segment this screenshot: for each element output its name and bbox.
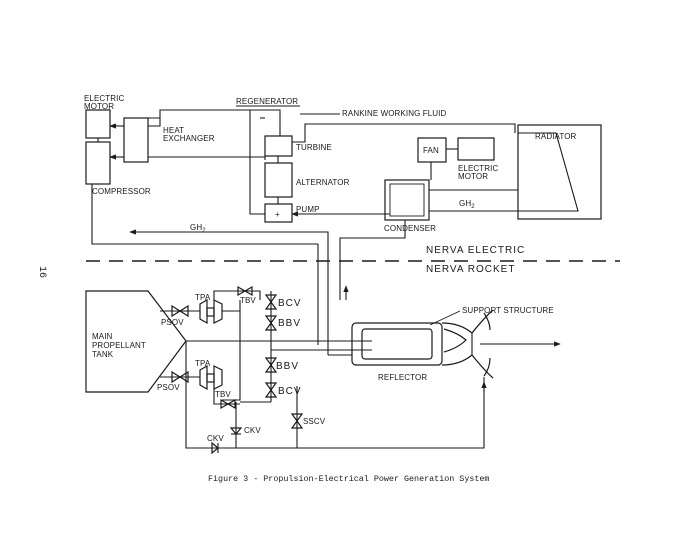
heat-exchanger-label-1: HEAT [163, 126, 184, 135]
tank-label-1: MAIN [92, 332, 113, 341]
support-structure-label: SUPPORT STRUCTURE [462, 306, 554, 315]
ckv-lower-valve [211, 441, 219, 455]
compressor-label: COMPRESSOR [92, 187, 151, 196]
psov-upper-valve [171, 304, 189, 318]
main-propellant-tank [85, 290, 187, 393]
bbv-lower-valve [264, 357, 278, 373]
nerva-rocket-label: NERVA ROCKET [426, 264, 515, 275]
bbv-lower-label: BBV [276, 361, 299, 372]
pump-label: PUMP [296, 205, 320, 214]
radiator-label: RADIATOR [535, 132, 577, 141]
tank-label-3: TANK [92, 350, 114, 359]
ckv-lower-label: CKV [207, 434, 224, 443]
sscv-valve [290, 413, 304, 429]
electric-motor-right-label-2: MOTOR [458, 172, 488, 181]
rankine-working-fluid-label: RANKINE WORKING FLUID [342, 109, 446, 118]
bcv-upper-label: BCV [278, 298, 302, 309]
fan-label: FAN [423, 146, 439, 155]
tpa-upper-label: TPA [195, 293, 211, 302]
compressor [85, 138, 111, 185]
electric-motor-left [85, 109, 111, 139]
gh2-right-label: GH2 [459, 199, 475, 210]
ckv-mid-label: CKV [244, 426, 261, 435]
condenser-label: CONDENSER [384, 224, 436, 233]
electric-motor-left-label-2: MOTOR [84, 102, 114, 111]
tank-label-2: PROPELLANT [92, 341, 146, 350]
electric-motor-right [446, 137, 495, 161]
bcv-lower-valve [264, 382, 278, 398]
turbine [264, 135, 293, 157]
psov-upper-label: PSOV [161, 318, 184, 327]
psov-lower-valve [171, 370, 189, 384]
condenser [384, 179, 430, 221]
ckv-mid-valve [229, 427, 243, 435]
bbv-upper-label: BBV [278, 318, 301, 329]
alternator-label: ALTERNATOR [296, 178, 350, 187]
radiator [517, 124, 602, 220]
tpa-lower-label: TPA [195, 359, 211, 368]
reactor-nozzle [351, 309, 494, 379]
gh2-left-label: GH2 [190, 223, 206, 234]
turbine-label: TURBINE [296, 143, 332, 152]
nerva-electric-label: NERVA ELECTRIC [426, 245, 525, 256]
electric-motor-left-label-1: ELECTRIC [84, 94, 124, 103]
bbv-upper-valve [264, 315, 278, 331]
tbv-upper-valve [237, 285, 253, 297]
pump: + [264, 203, 293, 223]
electric-motor-right-label-1: ELECTRIC [458, 164, 498, 173]
heat-exchanger [123, 117, 149, 163]
svg-text:+: + [275, 210, 280, 219]
tbv-lower-label: TBV [215, 390, 231, 399]
reflector-label: REFLECTOR [378, 373, 427, 382]
bcv-upper-valve [264, 294, 278, 310]
tpa-upper [199, 298, 223, 325]
tpa-lower [199, 364, 223, 391]
tbv-upper-label: TBV [240, 296, 256, 305]
sscv-label: SSCV [303, 417, 326, 426]
psov-lower-label: PSOV [157, 383, 180, 392]
bcv-lower-label: BCV [278, 386, 302, 397]
alternator [264, 162, 293, 198]
figure-caption: Figure 3 - Propulsion-Electrical Power G… [208, 474, 489, 484]
regenerator-label: REGENERATOR [236, 97, 298, 106]
page-number: 16 [36, 266, 47, 278]
tbv-lower-valve [220, 398, 236, 410]
fan [417, 137, 447, 163]
heat-exchanger-label-2: EXCHANGER [163, 134, 215, 143]
regenerator [235, 109, 281, 215]
